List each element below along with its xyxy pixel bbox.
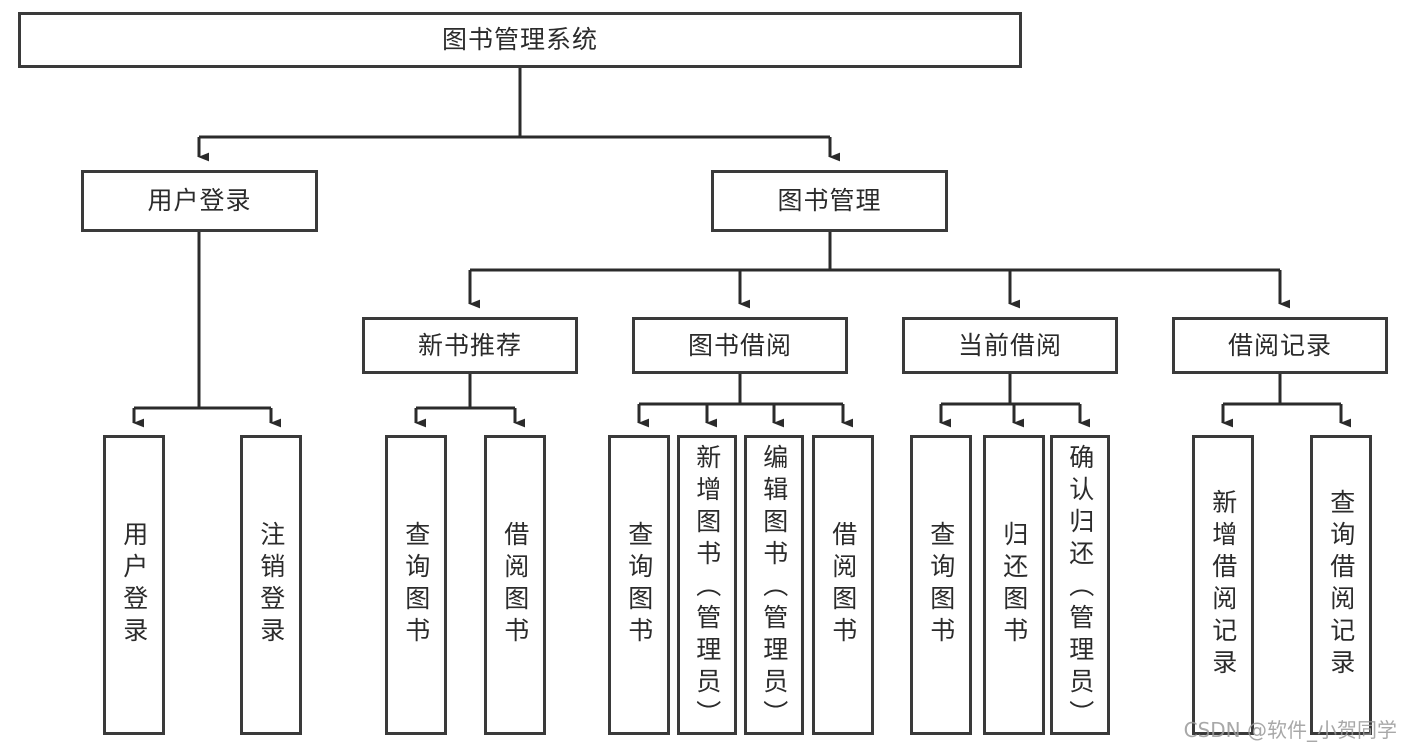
node-leaf-query-book-recommend-label: 查询图书 (401, 521, 431, 649)
node-book-management[interactable]: 图书管理 (711, 170, 948, 232)
node-leaf-borrow-book-label: 借阅图书 (828, 521, 858, 649)
node-leaf-query-book-recommend[interactable]: 查询图书 (385, 435, 447, 735)
node-new-book-recommend[interactable]: 新书推荐 (362, 317, 578, 374)
node-leaf-borrow-book-recommend-label: 借阅图书 (500, 521, 530, 649)
node-book-management-label: 图书管理 (777, 186, 882, 215)
node-leaf-user-logout[interactable]: 注销登录 (240, 435, 302, 735)
node-leaf-user-login[interactable]: 用户登录 (103, 435, 165, 735)
node-borrow-records-label: 借阅记录 (1227, 330, 1332, 360)
node-root-label: 图书管理系统 (441, 25, 598, 54)
node-leaf-query-book-current[interactable]: 查询图书 (910, 435, 972, 735)
node-leaf-query-borrow-record-label: 查询借阅记录 (1326, 489, 1356, 681)
node-leaf-return-book-label: 归还图书 (999, 521, 1029, 649)
node-leaf-add-book-admin-label: 新增图书（管理员） (692, 444, 722, 732)
node-leaf-confirm-return-admin-label: 确认归还（管理员） (1065, 444, 1095, 732)
node-user-login[interactable]: 用户登录 (81, 170, 318, 232)
node-leaf-query-book-borrow[interactable]: 查询图书 (608, 435, 670, 735)
node-leaf-confirm-return-admin[interactable]: 确认归还（管理员） (1050, 435, 1110, 735)
node-leaf-return-book[interactable]: 归还图书 (983, 435, 1045, 735)
node-leaf-borrow-book-recommend[interactable]: 借阅图书 (484, 435, 546, 735)
node-user-login-label: 用户登录 (147, 186, 252, 215)
node-book-borrow[interactable]: 图书借阅 (632, 317, 848, 374)
node-new-book-recommend-label: 新书推荐 (417, 330, 522, 360)
node-leaf-add-borrow-record-label: 新增借阅记录 (1208, 489, 1238, 681)
node-leaf-query-borrow-record[interactable]: 查询借阅记录 (1310, 435, 1372, 735)
node-leaf-user-login-label: 用户登录 (119, 521, 149, 649)
node-leaf-query-book-borrow-label: 查询图书 (624, 521, 654, 649)
node-leaf-edit-book-admin-label: 编辑图书（管理员） (759, 444, 789, 732)
node-borrow-records[interactable]: 借阅记录 (1172, 317, 1388, 374)
node-leaf-add-borrow-record[interactable]: 新增借阅记录 (1192, 435, 1254, 735)
node-leaf-edit-book-admin[interactable]: 编辑图书（管理员） (744, 435, 804, 735)
node-current-borrow-label: 当前借阅 (957, 330, 1062, 360)
node-leaf-add-book-admin[interactable]: 新增图书（管理员） (677, 435, 737, 735)
node-book-borrow-label: 图书借阅 (687, 330, 792, 360)
csdn-watermark: CSDN @软件_小贺同学 (1183, 718, 1397, 742)
node-leaf-query-book-current-label: 查询图书 (926, 521, 956, 649)
node-root[interactable]: 图书管理系统 (18, 12, 1022, 68)
node-current-borrow[interactable]: 当前借阅 (902, 317, 1118, 374)
node-leaf-borrow-book[interactable]: 借阅图书 (812, 435, 874, 735)
node-leaf-user-logout-label: 注销登录 (256, 521, 286, 649)
